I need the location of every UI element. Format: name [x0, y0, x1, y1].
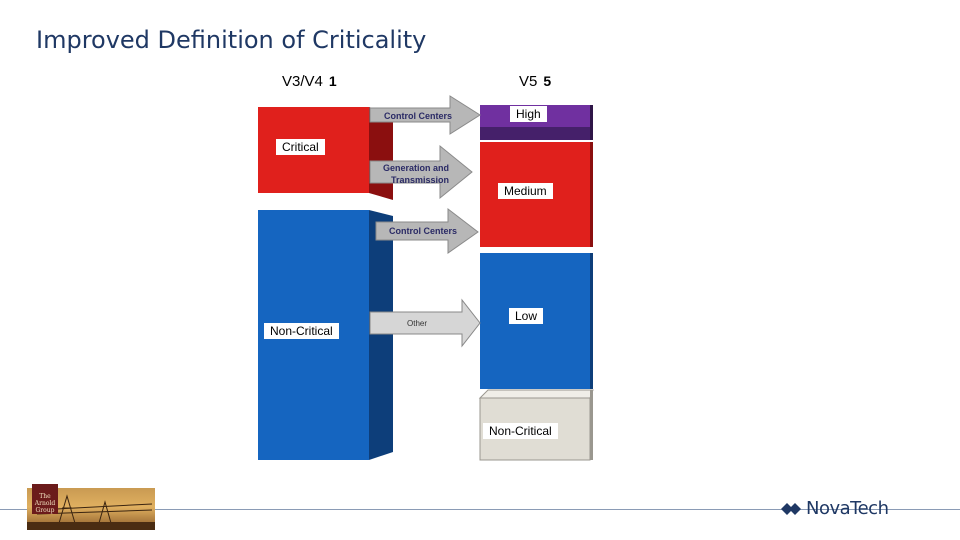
footer-divider	[0, 509, 960, 510]
label-noncritical-right: Non-Critical	[483, 423, 558, 439]
v3v4-header-label: V3/V4	[282, 73, 323, 90]
v5-header-label: V5	[519, 73, 538, 90]
arrow-label-control-centers-top: Control Centers	[384, 111, 452, 121]
label-critical: Critical	[276, 139, 325, 155]
arrow-control-centers-top: Control Centers	[369, 95, 481, 135]
crest-text-the: The	[39, 493, 51, 500]
v5-header-icon: 5	[543, 73, 552, 89]
novatech-logo: NovaTech	[780, 498, 889, 519]
v3v4-header-icon: 1	[328, 73, 337, 89]
arrow-label-other: Other	[407, 319, 427, 328]
novatech-brand-text: NovaTech	[806, 498, 889, 519]
crest-text-group: Group	[35, 507, 55, 514]
arrow-generation-transmission: Generation and Transmission	[369, 144, 473, 200]
arrow-label-control-centers-bottom: Control Centers	[389, 226, 457, 236]
novatech-diamond-icon	[781, 502, 801, 515]
arrow-label-generation: Generation and	[383, 163, 449, 173]
label-high: High	[510, 106, 547, 122]
label-noncritical-left: Non-Critical	[264, 323, 339, 339]
arrow-control-centers-bottom: Control Centers	[375, 207, 479, 254]
arrow-other: Other	[369, 298, 481, 348]
label-low: Low	[509, 308, 544, 324]
arnold-group-crest: The Arnold Group	[32, 484, 58, 514]
page-title: Improved Definition of Criticality	[36, 26, 427, 54]
label-medium: Medium	[498, 183, 553, 199]
crest-text-arnold: Arnold	[34, 500, 56, 507]
v5-header: V5 5	[519, 73, 551, 90]
v3v4-header: V3/V4 1	[282, 73, 337, 90]
arrow-label-transmission: Transmission	[391, 175, 449, 185]
